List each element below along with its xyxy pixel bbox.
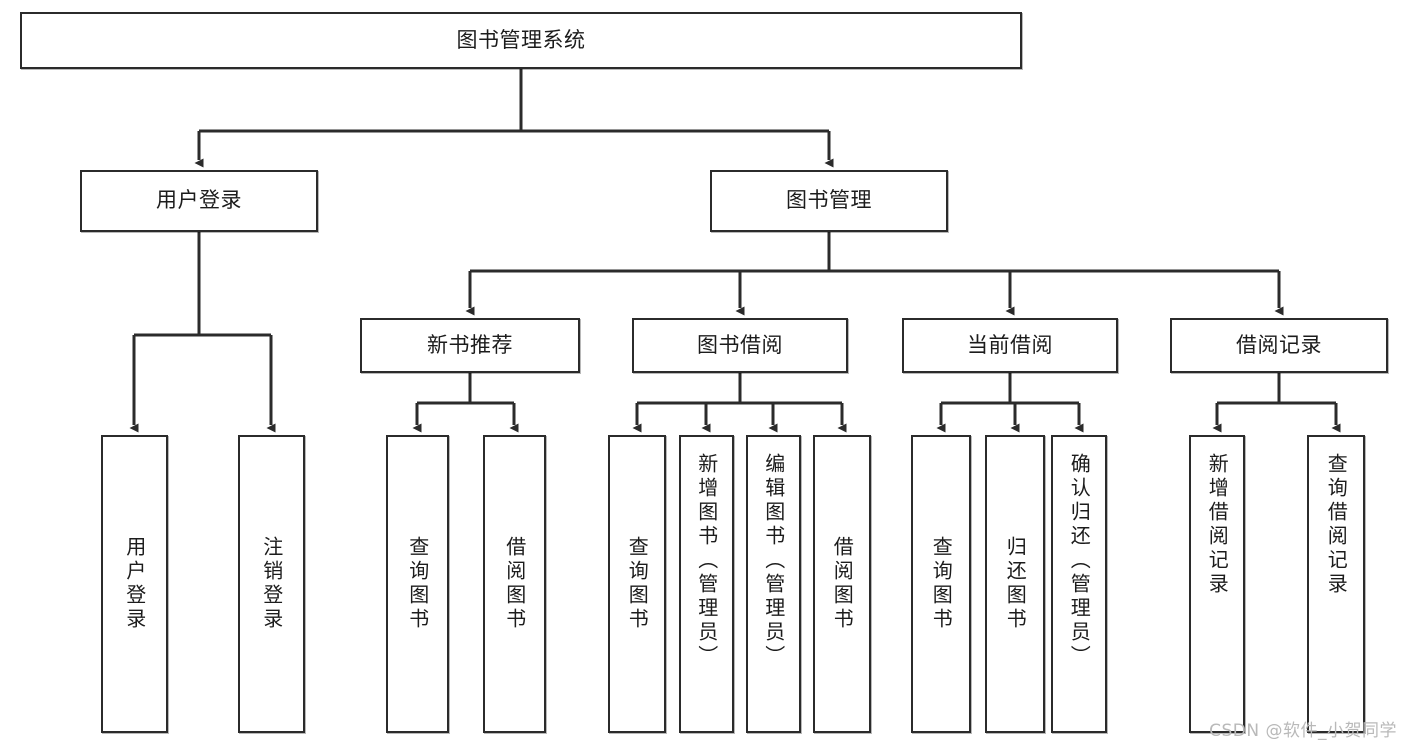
- node-label: 查询图书: [929, 536, 954, 632]
- leaf-query-book-under-current-borrowing[interactable]: 查询图书: [911, 435, 971, 733]
- leaf-edit-book-admin[interactable]: 编辑图书（管理员）: [746, 435, 801, 733]
- leaf-query-book-under-new-book-recommendation[interactable]: 查询图书: [386, 435, 449, 733]
- node-new-book-recommendation[interactable]: 新书推荐: [360, 318, 580, 373]
- node-label: 借阅图书: [502, 536, 527, 632]
- node-label: 借阅记录: [1236, 332, 1322, 357]
- leaf-user-login[interactable]: 用户登录: [101, 435, 168, 733]
- node-label: 用户登录: [122, 536, 147, 632]
- node-label: 新增图书（管理员）: [694, 453, 719, 669]
- leaf-borrow-book-under-book-borrowing[interactable]: 借阅图书: [813, 435, 871, 733]
- node-book-management[interactable]: 图书管理: [710, 170, 948, 232]
- node-label: 新增借阅记录: [1205, 453, 1230, 597]
- node-label: 编辑图书（管理员）: [761, 453, 786, 669]
- node-label: 查询图书: [625, 536, 650, 632]
- node-label: 图书管理系统: [456, 27, 586, 52]
- node-label: 注销登录: [259, 536, 284, 632]
- leaf-add-book-admin[interactable]: 新增图书（管理员）: [679, 435, 734, 733]
- leaf-query-borrowing-record[interactable]: 查询借阅记录: [1307, 435, 1365, 733]
- leaf-logout[interactable]: 注销登录: [238, 435, 305, 733]
- node-label: 图书借阅: [697, 332, 783, 357]
- node-label: 用户登录: [156, 188, 242, 213]
- leaf-borrow-book-under-new-book-recommendation[interactable]: 借阅图书: [483, 435, 546, 733]
- node-root-book-management-system[interactable]: 图书管理系统: [20, 12, 1022, 69]
- leaf-return-book[interactable]: 归还图书: [985, 435, 1045, 733]
- node-label: 当前借阅: [967, 332, 1053, 357]
- node-user-login[interactable]: 用户登录: [80, 170, 318, 232]
- node-label: 确认归还（管理员）: [1067, 453, 1092, 669]
- node-label: 归还图书: [1003, 536, 1028, 632]
- node-current-borrowing[interactable]: 当前借阅: [902, 318, 1118, 373]
- node-label: 查询借阅记录: [1324, 453, 1349, 597]
- node-label: 查询图书: [405, 536, 430, 632]
- leaf-confirm-return-admin[interactable]: 确认归还（管理员）: [1051, 435, 1107, 733]
- node-borrowing-records[interactable]: 借阅记录: [1170, 318, 1388, 373]
- leaf-query-book-under-book-borrowing[interactable]: 查询图书: [608, 435, 666, 733]
- node-book-borrowing[interactable]: 图书借阅: [632, 318, 848, 373]
- leaf-add-borrowing-record[interactable]: 新增借阅记录: [1189, 435, 1245, 733]
- node-label: 图书管理: [786, 188, 872, 213]
- node-label: 借阅图书: [830, 536, 855, 632]
- node-label: 新书推荐: [427, 332, 513, 357]
